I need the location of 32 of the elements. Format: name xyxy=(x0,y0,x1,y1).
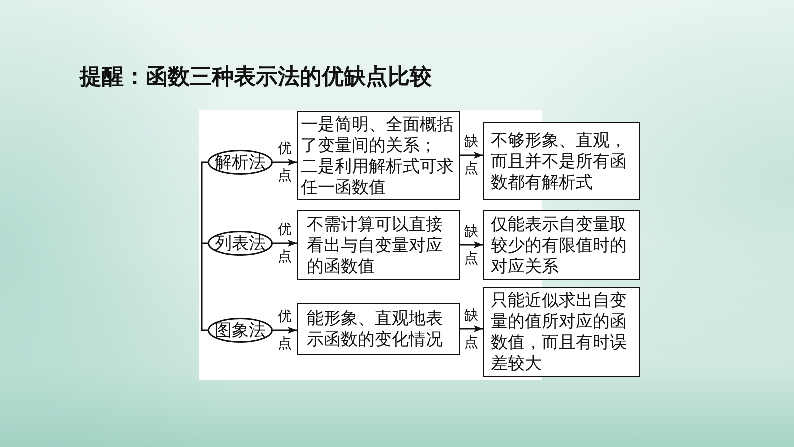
arrow xyxy=(460,326,483,332)
text-box xyxy=(297,111,460,200)
text-box xyxy=(483,287,640,377)
text-box xyxy=(483,210,640,280)
node-text: 一是简明、全面概括了变量间的关系； xyxy=(301,114,455,156)
edge-label: 缺点 xyxy=(464,224,478,268)
node-text: 不需计算可以直接看出与自变量对应的函数值 xyxy=(307,214,444,276)
arrow xyxy=(273,327,297,334)
arrow xyxy=(460,242,483,248)
node-text: 二是利用解析式可求任一函数值 xyxy=(301,156,455,198)
edge-label: 优点 xyxy=(278,308,292,354)
edge-label: 优点 xyxy=(278,140,292,186)
text-box xyxy=(297,210,460,280)
text-box xyxy=(483,122,640,200)
oval-node xyxy=(208,231,273,256)
node-text: 能形象、直观地表示函数的变化情况 xyxy=(307,308,444,350)
node-text: 列表法 xyxy=(215,233,266,254)
oval-node xyxy=(208,318,273,343)
node-text: 图象法 xyxy=(215,320,266,341)
node-text: 解析法 xyxy=(215,152,266,173)
edge-label: 优点 xyxy=(278,222,292,267)
arrow xyxy=(460,152,483,159)
node-text: 只能近似求出自变量的值所对应的函数值，而且有时误差较大 xyxy=(491,290,628,374)
arrow xyxy=(273,159,297,166)
node-text: 不够形象、直观，而且并不是所有函数都有解析式 xyxy=(491,130,628,192)
edge-label: 缺点 xyxy=(464,134,478,179)
text-box xyxy=(297,303,460,355)
arrow xyxy=(273,240,297,247)
node-text: 仅能表示自变量取较少的有限值时的对应关系 xyxy=(491,214,628,276)
oval-node xyxy=(208,150,273,175)
title: 提醒：函数三种表示法的优缺点比较 xyxy=(80,64,432,90)
edge-label: 缺点 xyxy=(464,308,478,352)
